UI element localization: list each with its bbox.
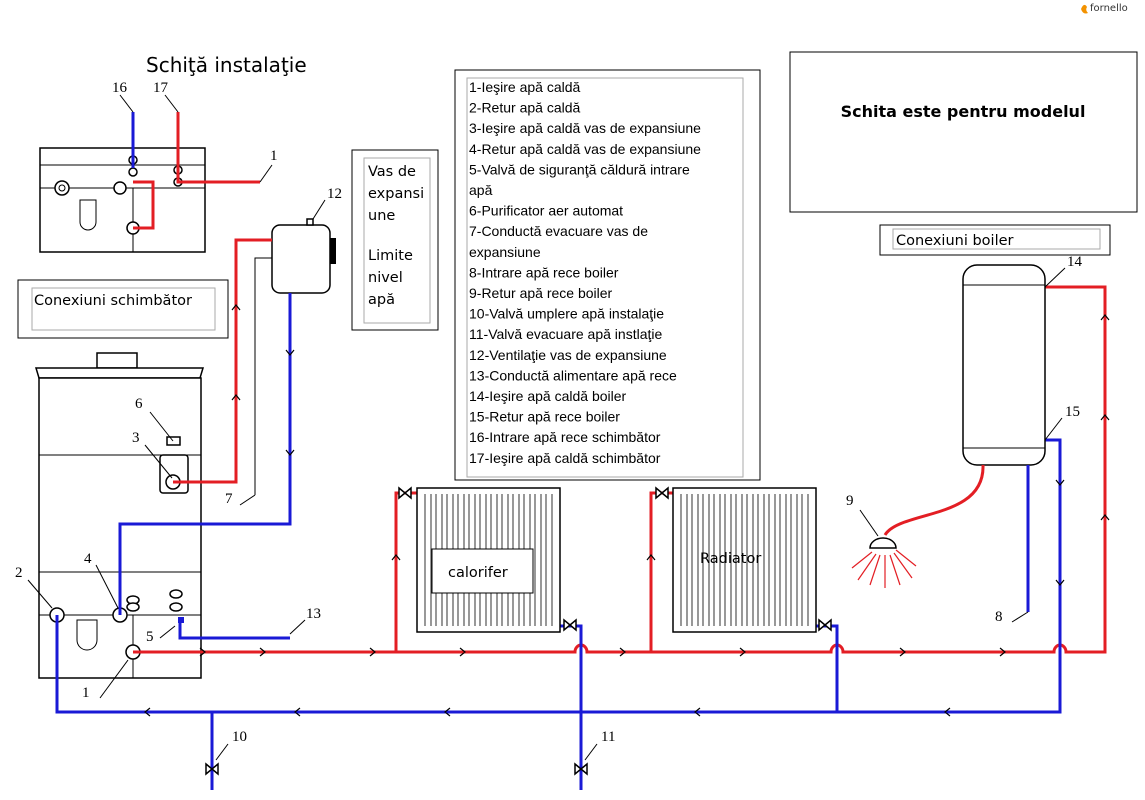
cold-feed-pipe-13 [178, 620, 290, 640]
radiator1-return-pipe [560, 624, 583, 712]
callout-3: 3 [132, 430, 140, 446]
expansion-drain-pipe-7 [254, 257, 272, 495]
legend-item: 2-Retur apă caldă [469, 100, 581, 116]
drain-valve-11 [574, 762, 588, 776]
radiator-fin [691, 494, 699, 626]
expansion-note-line: une [368, 208, 395, 224]
exchanger-connections-box: Conexiuni schimbător [17, 279, 229, 339]
boiler-connections-label: Conexiuni boiler [896, 233, 1014, 249]
legend-item: 10-Valvă umplere apă instalaţie [469, 306, 664, 322]
callout-12: 12 [327, 186, 342, 202]
expansion-vessel [271, 218, 336, 294]
expansion-note-line: nivel [368, 270, 403, 286]
callout-1-top: 1 [270, 148, 278, 164]
callout-14: 14 [1067, 254, 1083, 270]
callout-4: 4 [84, 551, 92, 567]
exchanger-loop-pipe [133, 180, 155, 230]
radiator-fin [713, 494, 721, 626]
radiator-fin [534, 494, 542, 626]
legend-item: expansiune [469, 244, 541, 260]
callout-16: 16 [112, 80, 128, 96]
callout-10: 10 [232, 729, 247, 745]
calorifer-label-box [431, 548, 534, 594]
radiator1-supply-pipe [394, 491, 417, 652]
callout-17: 17 [153, 80, 169, 96]
expansion-note-line: expansi [368, 186, 424, 202]
callout-2: 2 [15, 565, 23, 581]
hot-outlet-pipe-17 [176, 112, 260, 184]
legend-item: 15-Retur apă rece boiler [469, 409, 620, 425]
boiler-unit [34, 352, 205, 679]
legend-item: 14-Ieşire apă caldă boiler [469, 388, 627, 404]
expansion-note-line: Vas de [368, 164, 416, 180]
radiator-fin [801, 494, 809, 626]
radiator-label: Radiator [700, 551, 761, 567]
legend-item: 4-Retur apă caldă vas de expansiune [469, 141, 701, 157]
legend-item: 5-Valvă de siguranţă căldură intrare [469, 161, 690, 177]
callout-11: 11 [601, 729, 615, 745]
diagram-title: Schiţă instalaţie [146, 53, 307, 77]
boiler-connections-box: Conexiuni boiler [879, 224, 1111, 256]
radiator-fin [735, 494, 743, 626]
radiator-fin [702, 494, 710, 626]
legend-item: 7-Conductă evacuare vas de [469, 223, 648, 239]
calorifer-label: calorifer [448, 565, 508, 581]
main-return-pipe [55, 438, 1062, 714]
flow-arrows [144, 304, 1110, 717]
callout-6: 6 [135, 396, 143, 412]
legend-item: 12-Ventilaţie vas de expansiune [469, 347, 667, 363]
expansion-return-pipe-4 [118, 293, 292, 615]
legend-item: 16-Intrare apă rece schimbător [469, 429, 661, 445]
brand-name: fornello [1090, 3, 1128, 14]
callout-13: 13 [306, 606, 321, 622]
legend-item: 6-Purificator aer automat [469, 203, 623, 219]
legend-item: apă [469, 182, 493, 198]
radiator2-return-pipe [816, 624, 839, 712]
water-heater-tank [962, 264, 1046, 466]
legend-item: 11-Valvă evacuare apă instlaţie [469, 326, 662, 342]
heat-exchanger-unit [39, 147, 206, 253]
callout-8: 8 [995, 609, 1003, 625]
brand-logo: fornello [1081, 3, 1128, 14]
radiator2-supply-pipe [649, 491, 673, 652]
radiator2-valve [655, 486, 669, 500]
fill-valve-10 [205, 762, 219, 776]
callout-9: 9 [846, 493, 854, 509]
callout-5: 5 [146, 629, 154, 645]
radiator-fin [545, 494, 553, 626]
legend-item: 1-Ieşire apă caldă [469, 79, 581, 95]
radiator-fin [768, 494, 776, 626]
radiator-fin [779, 494, 787, 626]
expansion-supply-pipe-3 [173, 238, 272, 484]
expansion-note-line: Limite [368, 248, 413, 264]
callout-7: 7 [225, 491, 233, 507]
legend-item: 9-Retur apă rece boiler [469, 285, 613, 301]
radiator-fin [424, 494, 432, 626]
radiator-fin [724, 494, 732, 626]
radiator-fin [680, 494, 688, 626]
expansion-note-box: Vas de expansi une Limite nivel apă [351, 149, 439, 331]
legend-item: 17-Ieşire apă caldă schimbător [469, 450, 661, 466]
radiator-fin [746, 494, 754, 626]
radiator1-return-valve [563, 618, 577, 632]
radiator1-valve [398, 486, 412, 500]
exchanger-connections-label: Conexiuni schimbător [34, 293, 192, 309]
expansion-note-line: apă [368, 292, 395, 308]
radiator-fin [757, 494, 765, 626]
callout-1-bottom: 1 [82, 685, 90, 701]
model-note-text: Schita este pentru modelul [841, 102, 1086, 121]
callout-15: 15 [1065, 404, 1080, 420]
legend-item: 8-Intrare apă rece boiler [469, 264, 619, 280]
hot-outlet-hose-9 [883, 464, 985, 536]
legend-box: 1-Ieşire apă caldă 2-Retur apă caldă 3-Ieş… [454, 69, 761, 481]
radiator-fin [790, 494, 798, 626]
legend-item: 13-Conductă alimentare apă rece [469, 367, 677, 383]
radiator-right [672, 487, 817, 633]
model-note-box: Schita este pentru modelul [789, 51, 1138, 213]
legend-item: 3-Ieşire apă caldă vas de expansiune [469, 120, 701, 136]
flame-icon [1081, 4, 1088, 14]
radiator2-return-valve [818, 618, 832, 632]
shower-head-icon [851, 537, 917, 588]
